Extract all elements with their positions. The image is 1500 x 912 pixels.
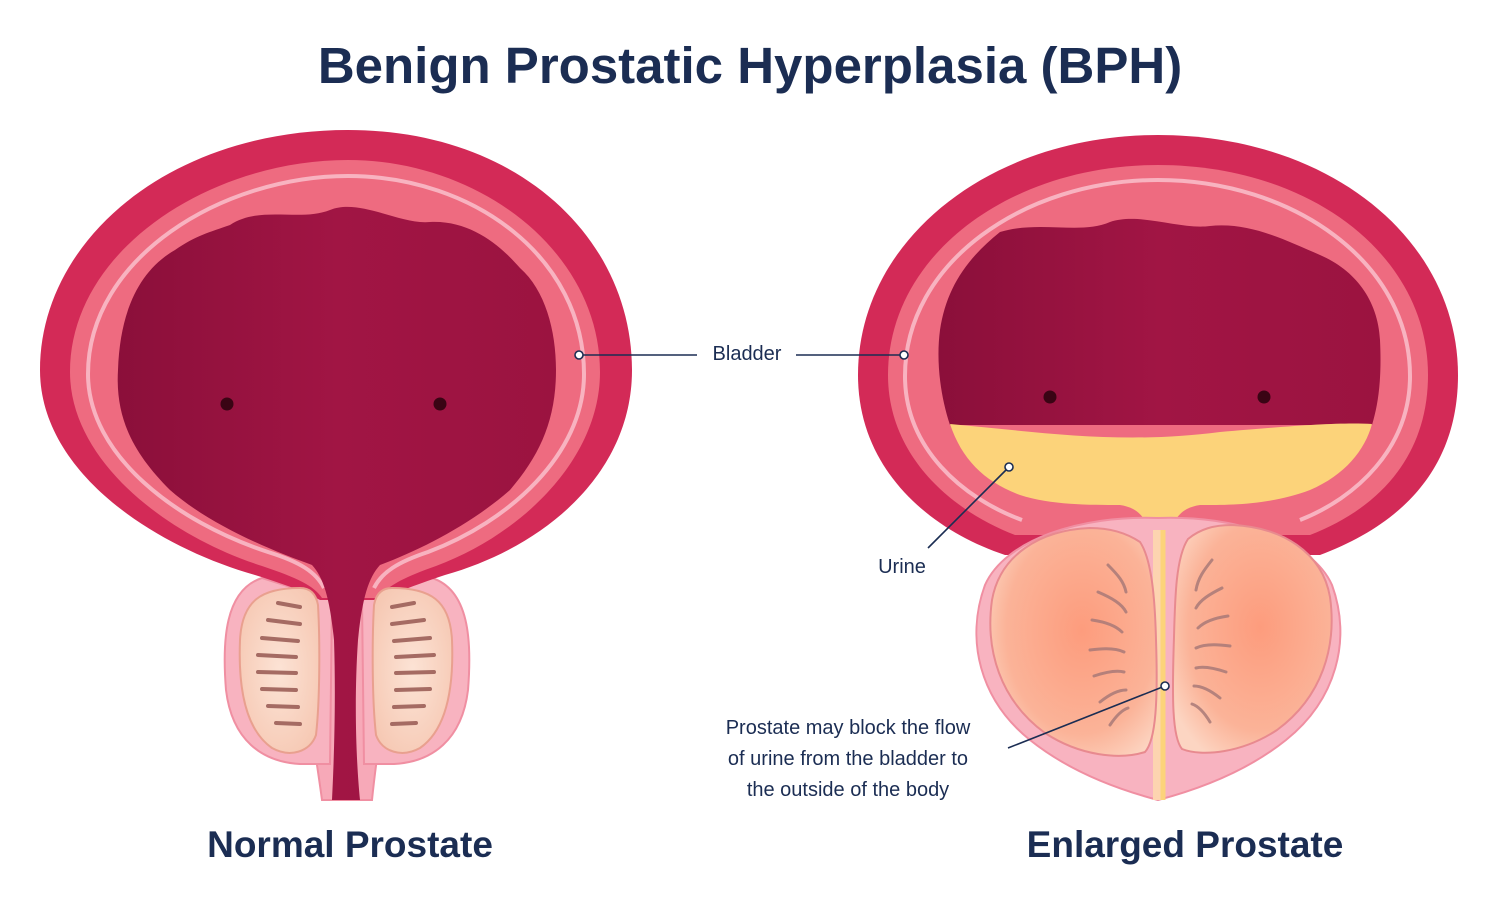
normal-gland-striations (256, 601, 436, 726)
label-blockage-line-3: the outside of the body (746, 779, 950, 801)
page-title: Benign Prostatic Hyperplasia (BPH) (317, 37, 1183, 94)
enlarged-gland-striations (1088, 558, 1232, 727)
caption-normal-prostate: Normal Prostate (207, 824, 493, 865)
caption-enlarged-prostate: Enlarged Prostate (1026, 824, 1344, 865)
leader-lines (579, 354, 1166, 749)
label-blockage-line-1: Prostate may block the flow (725, 717, 971, 739)
enlarged-prostate-gland-right (1171, 523, 1333, 754)
normal-prostate-gland-left (238, 586, 321, 754)
ureteral-orifice-left (220, 397, 234, 411)
enlarged-prostate-illustration (858, 135, 1458, 802)
label-blockage-line-2: of urine from the bladder to (727, 748, 969, 770)
label-prostate-blockage: Prostate may block the flow of urine fro… (688, 713, 1008, 806)
enlarged-prostate-gland-left (989, 526, 1158, 757)
normal-prostate-gland-right (371, 586, 454, 754)
label-urine: Urine (878, 556, 926, 578)
ureteral-orifice-right-enlarged (1257, 390, 1271, 404)
normal-prostate-illustration (40, 130, 632, 801)
label-bladder: Bladder (712, 343, 782, 365)
enlarged-bladder-lumen (938, 218, 1381, 425)
normal-bladder-lumen (117, 206, 556, 801)
urine-pool (950, 423, 1372, 540)
ureteral-orifice-right (433, 397, 447, 411)
leader-points (574, 350, 1170, 691)
ureteral-orifice-left-enlarged (1043, 390, 1057, 404)
